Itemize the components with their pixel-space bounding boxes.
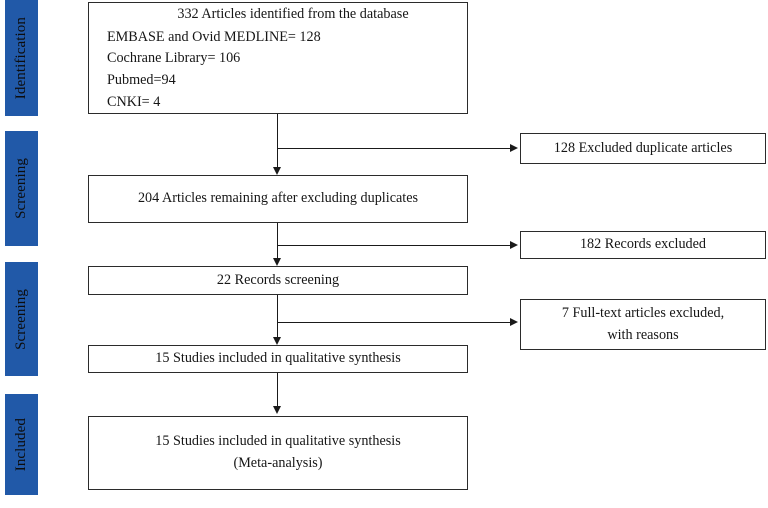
stage-label-included: Included [13, 417, 29, 472]
box-fulltext-excluded: 7 Full-text articles excluded, with reas… [520, 299, 766, 350]
box-identification: 332 Articles identified from the databas… [88, 2, 468, 114]
connector-after-duplicates-to-screening [277, 223, 278, 263]
arrow-right-to-records-excluded [510, 240, 518, 249]
connector-branch-duplicates-excluded [277, 148, 511, 149]
box-records-screening: 22 Records screening [88, 266, 468, 295]
box-identification-source-1: EMBASE and Ovid MEDLINE= 128 [107, 28, 321, 45]
arrow-down-to-qualitative-synthesis [272, 337, 281, 345]
stage-bar-included: Included [5, 394, 38, 495]
box-fulltext-excluded-line-1: 7 Full-text articles excluded, [561, 304, 725, 321]
connector-screening-to-qualitative [277, 295, 278, 343]
box-records-excluded-text: 182 Records excluded [579, 236, 707, 253]
arrow-down-to-records-screening [272, 258, 281, 266]
stage-label-screening-1: Screening [13, 158, 29, 219]
arrow-down-to-meta-analysis [272, 406, 281, 414]
connector-identification-to-duplicates [277, 114, 278, 172]
box-identification-source-4: CNKI= 4 [107, 93, 161, 110]
box-identification-source-2: Cochrane Library= 106 [107, 50, 241, 67]
stage-label-screening-2: Screening [13, 288, 29, 350]
box-identification-source-3: Pubmed=94 [107, 72, 176, 88]
box-after-duplicates: 204 Articles remaining after excluding d… [88, 175, 468, 223]
box-fulltext-excluded-line-2: with reasons [607, 326, 679, 343]
connector-branch-records-excluded [277, 245, 511, 246]
connector-branch-fulltext-excluded [277, 322, 511, 323]
box-qualitative-synthesis-text: 15 Studies included in qualitative synth… [155, 350, 401, 367]
box-after-duplicates-text: 204 Articles remaining after excluding d… [137, 190, 419, 207]
stage-bar-screening-2: Screening [5, 262, 38, 376]
stage-bar-identification: Identification [5, 0, 38, 116]
box-identification-headline: 332 Articles identified from the databas… [177, 5, 409, 22]
arrow-right-to-duplicates-excluded [510, 143, 518, 152]
box-duplicates-excluded-text: 128 Excluded duplicate articles [553, 139, 733, 156]
box-records-excluded: 182 Records excluded [520, 231, 766, 259]
box-meta-analysis-line-1: 15 Studies included in qualitative synth… [155, 433, 401, 450]
arrow-down-to-after-duplicates [272, 167, 281, 175]
box-records-screening-text: 22 Records screening [216, 271, 340, 288]
connector-qualitative-to-meta [277, 373, 278, 409]
stage-label-identification: Identification [13, 16, 29, 100]
box-meta-analysis-line-2: (Meta-analysis) [233, 455, 323, 471]
stage-bar-screening-1: Screening [5, 131, 38, 246]
box-meta-analysis: 15 Studies included in qualitative synth… [88, 416, 468, 490]
box-qualitative-synthesis: 15 Studies included in qualitative synth… [88, 345, 468, 373]
arrow-right-to-fulltext-excluded [510, 317, 518, 326]
box-duplicates-excluded: 128 Excluded duplicate articles [520, 133, 766, 164]
